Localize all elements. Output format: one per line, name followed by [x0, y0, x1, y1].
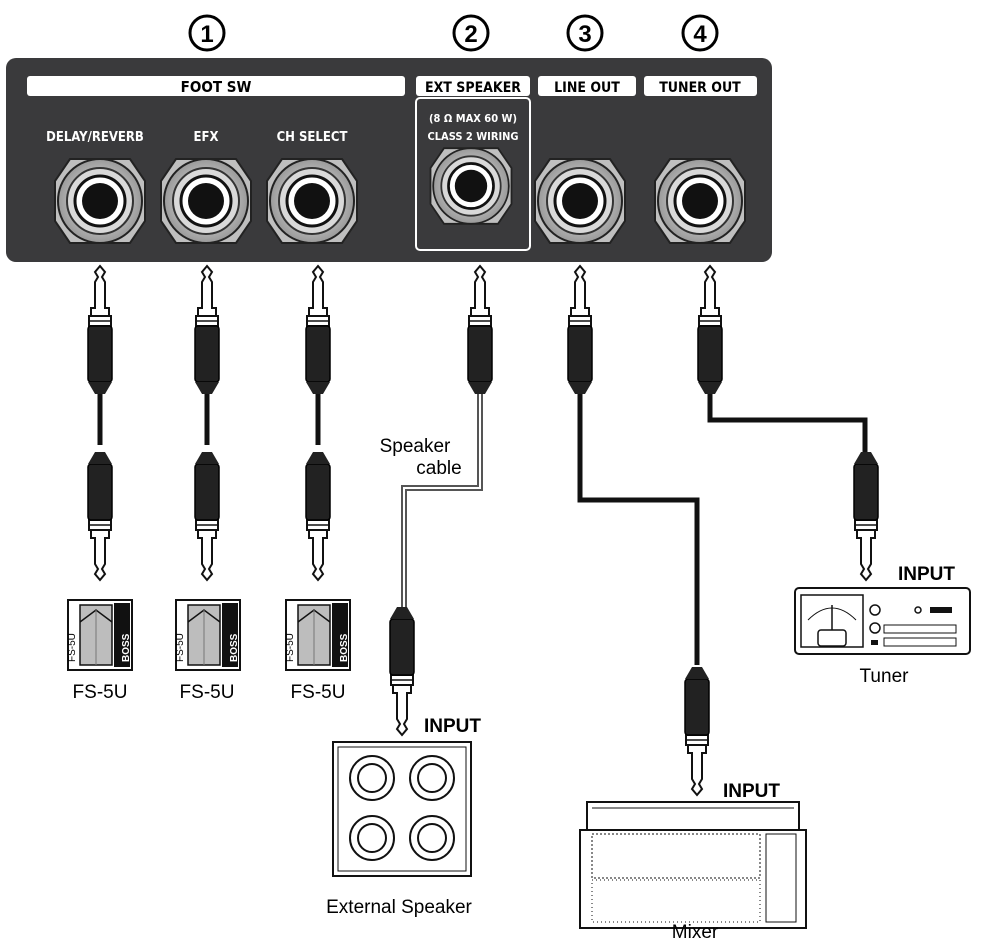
footswitch-cable-2: [194, 265, 220, 580]
delay-reverb-label: DELAY/REVERB: [46, 130, 144, 145]
footswitch-3-model: FS-5U: [285, 633, 296, 662]
line-out-jack: [533, 157, 627, 245]
line-out-header-bar: [538, 76, 636, 96]
speaker-cable-label-2: cable: [416, 458, 461, 479]
ch-select-label: CH SELECT: [277, 130, 348, 145]
speaker-input-label: INPUT: [424, 716, 481, 737]
mixer: [579, 801, 807, 929]
callout-2-number: 2: [464, 21, 477, 48]
foot-sw-header-bar: [27, 76, 405, 96]
footswitch-2-brand: BOSS: [229, 633, 240, 662]
tuner-out-cable: [697, 265, 878, 580]
callout-2: 2: [452, 14, 490, 52]
footswitch-cable-1: [87, 265, 113, 580]
efx-jack: [159, 157, 253, 245]
callout-1-number: 1: [200, 21, 213, 48]
mixer-input-label: INPUT: [723, 781, 780, 802]
ext-speaker-header-bar: [416, 76, 530, 96]
footswitch-1-label: FS-5U: [73, 682, 128, 703]
footswitch-1: FS-5U BOSS: [67, 599, 133, 671]
foot-sw-header: FOOT SW: [181, 78, 252, 96]
callout-3: 3: [566, 14, 604, 52]
speaker-cable-label-1: Speaker: [380, 436, 451, 457]
callout-3-number: 3: [578, 21, 591, 48]
ext-speaker-header: EXT SPEAKER: [425, 80, 521, 96]
mixer-label: Mixer: [672, 922, 719, 942]
callout-1: 1: [188, 14, 226, 52]
external-speaker-label: External Speaker: [326, 897, 472, 918]
external-speaker: [332, 741, 472, 877]
ext-speaker-box: [415, 97, 531, 251]
tuner: [794, 587, 971, 655]
footswitch-1-model: FS-5U: [67, 633, 78, 662]
ext-speaker-spec-1: (8 Ω MAX 60 W): [429, 112, 517, 125]
footswitch-cable-3: [305, 265, 331, 580]
tuner-label: Tuner: [860, 666, 910, 687]
ext-speaker-jack: [429, 146, 513, 226]
line-out-cable: [567, 265, 709, 795]
tuner-out-header: TUNER OUT: [659, 80, 741, 96]
footswitch-3-brand: BOSS: [339, 633, 350, 662]
callout-4: 4: [681, 14, 719, 52]
tuner-out-jack: [653, 157, 747, 245]
callout-4-number: 4: [693, 21, 707, 48]
line-out-header: LINE OUT: [554, 80, 620, 96]
tuner-input-label: INPUT: [898, 564, 955, 585]
speaker-cable: [390, 265, 493, 735]
footswitch-2-label: FS-5U: [180, 682, 235, 703]
efx-label: EFX: [193, 130, 218, 145]
ext-speaker-spec-2: CLASS 2 WIRING: [427, 130, 518, 143]
footswitch-2-model: FS-5U: [175, 633, 186, 662]
footswitch-3-label: FS-5U: [291, 682, 346, 703]
ch-select-jack: [265, 157, 359, 245]
tuner-out-header-bar: [644, 76, 757, 96]
footswitch-2: FS-5U BOSS: [175, 599, 241, 671]
footswitch-3: FS-5U BOSS: [285, 599, 351, 671]
delay-reverb-jack: [53, 157, 147, 245]
footswitch-1-brand: BOSS: [121, 633, 132, 662]
